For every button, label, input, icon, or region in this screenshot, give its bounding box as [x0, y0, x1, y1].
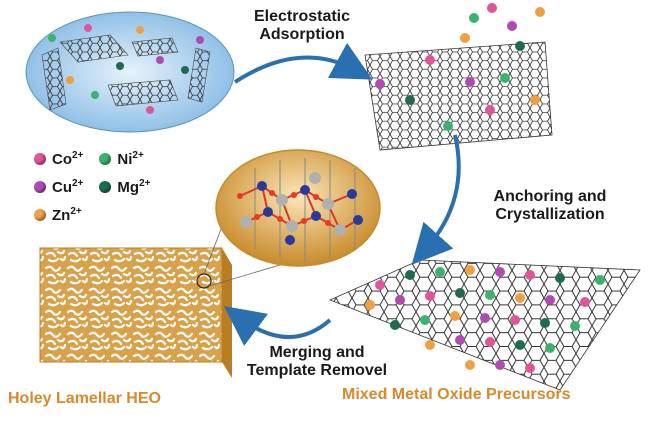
legend-zn: Zn2+ — [52, 206, 82, 224]
precursor-ion — [465, 265, 475, 275]
precursor-ion — [455, 288, 465, 298]
precursor-ion — [555, 273, 565, 283]
graphene-sheet-adsorbed — [364, 3, 553, 151]
mg-ion-marker — [99, 181, 112, 193]
precursor-ion — [425, 340, 435, 350]
legend-row-2: Cu2+ Mg2+ — [34, 178, 150, 196]
precursor-ion — [425, 291, 435, 301]
legend-cu: Cu2+ — [52, 178, 84, 196]
precursor-ion — [405, 270, 415, 280]
legend-ni: Ni2+ — [117, 150, 144, 168]
label-merging-template-removal: Merging and Template Removel — [246, 344, 388, 379]
label-anchoring-crystallization: Anchoring and Crystallization — [493, 188, 607, 223]
label-mixed-metal-oxide-precursors: Mixed Metal Oxide Precursors — [342, 386, 571, 403]
precursor-ion — [580, 297, 590, 307]
precursor-ion — [485, 337, 495, 347]
precursor-ion — [480, 313, 490, 323]
precursor-ion — [525, 363, 535, 373]
label-electrostatic-adsorption: Electrostatic Adsorption — [253, 8, 351, 43]
precursor-ion — [485, 290, 495, 300]
precursor-ion — [465, 360, 475, 370]
precursor-ion — [495, 267, 505, 277]
legend-mg: Mg2+ — [117, 178, 151, 196]
precursor-ion — [545, 343, 555, 353]
legend-row-3: Zn2+ — [34, 206, 82, 224]
cu-ion-marker — [34, 181, 46, 193]
arrow-adsorption — [233, 42, 373, 84]
precursor-ion — [395, 295, 405, 305]
zn-ion-marker — [34, 209, 46, 221]
crystal-structure-zoom — [215, 149, 381, 267]
label-holey-lamellar-heo: Holey Lamellar HEO — [8, 390, 161, 407]
precursor-sheet — [328, 259, 641, 391]
precursor-ion — [450, 311, 460, 321]
solution-ellipse — [25, 11, 235, 133]
arrow-merging — [223, 306, 332, 346]
precursor-ion — [375, 280, 385, 290]
precursor-ion — [515, 340, 525, 350]
precursor-ion — [495, 360, 505, 370]
holey-lamellar-block — [39, 199, 291, 378]
precursor-ion — [540, 318, 550, 328]
precursor-ion — [525, 270, 535, 280]
ni-ion-marker — [99, 153, 112, 165]
precursor-ion — [420, 315, 430, 325]
precursor-ion — [390, 320, 400, 330]
legend-co: Co2+ — [52, 150, 84, 168]
precursor-ion — [365, 300, 375, 310]
precursor-ion — [595, 275, 605, 285]
precursor-ion — [510, 315, 520, 325]
precursor-ion — [455, 335, 465, 345]
precursor-ion — [545, 295, 555, 305]
precursor-ion — [570, 321, 580, 331]
arrow-crystallization — [411, 134, 461, 265]
legend-row-1: Co2+ Ni2+ — [34, 150, 144, 168]
co-ion-marker — [34, 153, 46, 165]
precursor-ion — [515, 293, 525, 303]
precursor-ion — [435, 267, 445, 277]
